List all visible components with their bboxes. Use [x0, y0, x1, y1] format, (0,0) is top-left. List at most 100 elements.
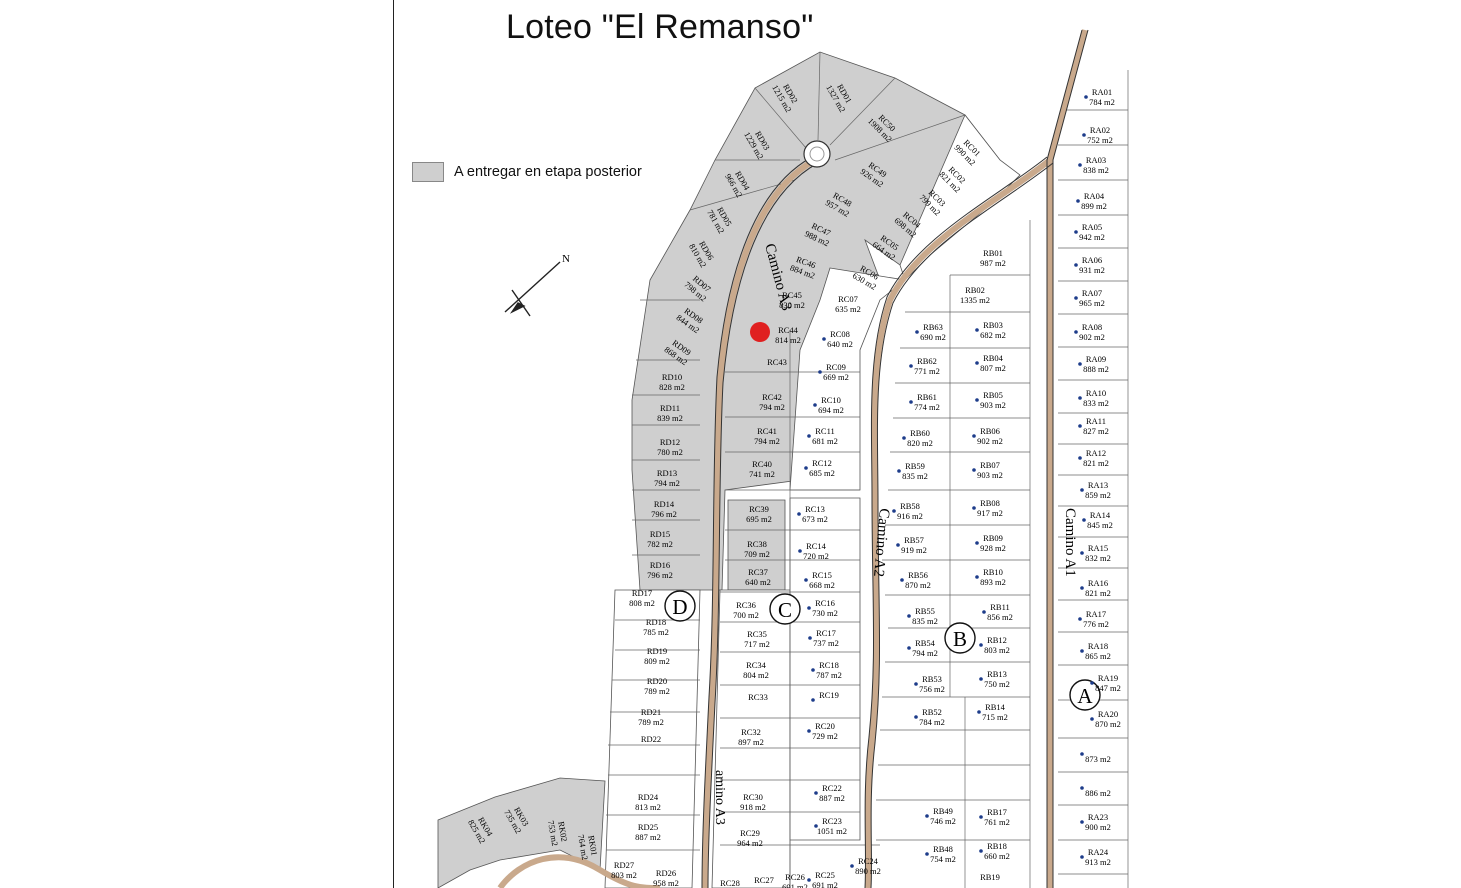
lot-ra21[interactable]: 873 m2 [1080, 752, 1111, 764]
lot-rc28[interactable]: RC28 [720, 878, 740, 888]
selected-lot-marker[interactable] [750, 322, 770, 342]
lot-rc27[interactable]: RC27 [754, 875, 774, 885]
lot-rb19[interactable]: RB19 [980, 872, 1000, 882]
lot-ra22[interactable]: 886 m2 [1080, 786, 1111, 798]
lot-rc33[interactable]: RC33 [748, 692, 768, 702]
lot-rc19[interactable]: RC19 [811, 690, 839, 702]
lot-rc43[interactable]: RC43 [767, 357, 787, 367]
